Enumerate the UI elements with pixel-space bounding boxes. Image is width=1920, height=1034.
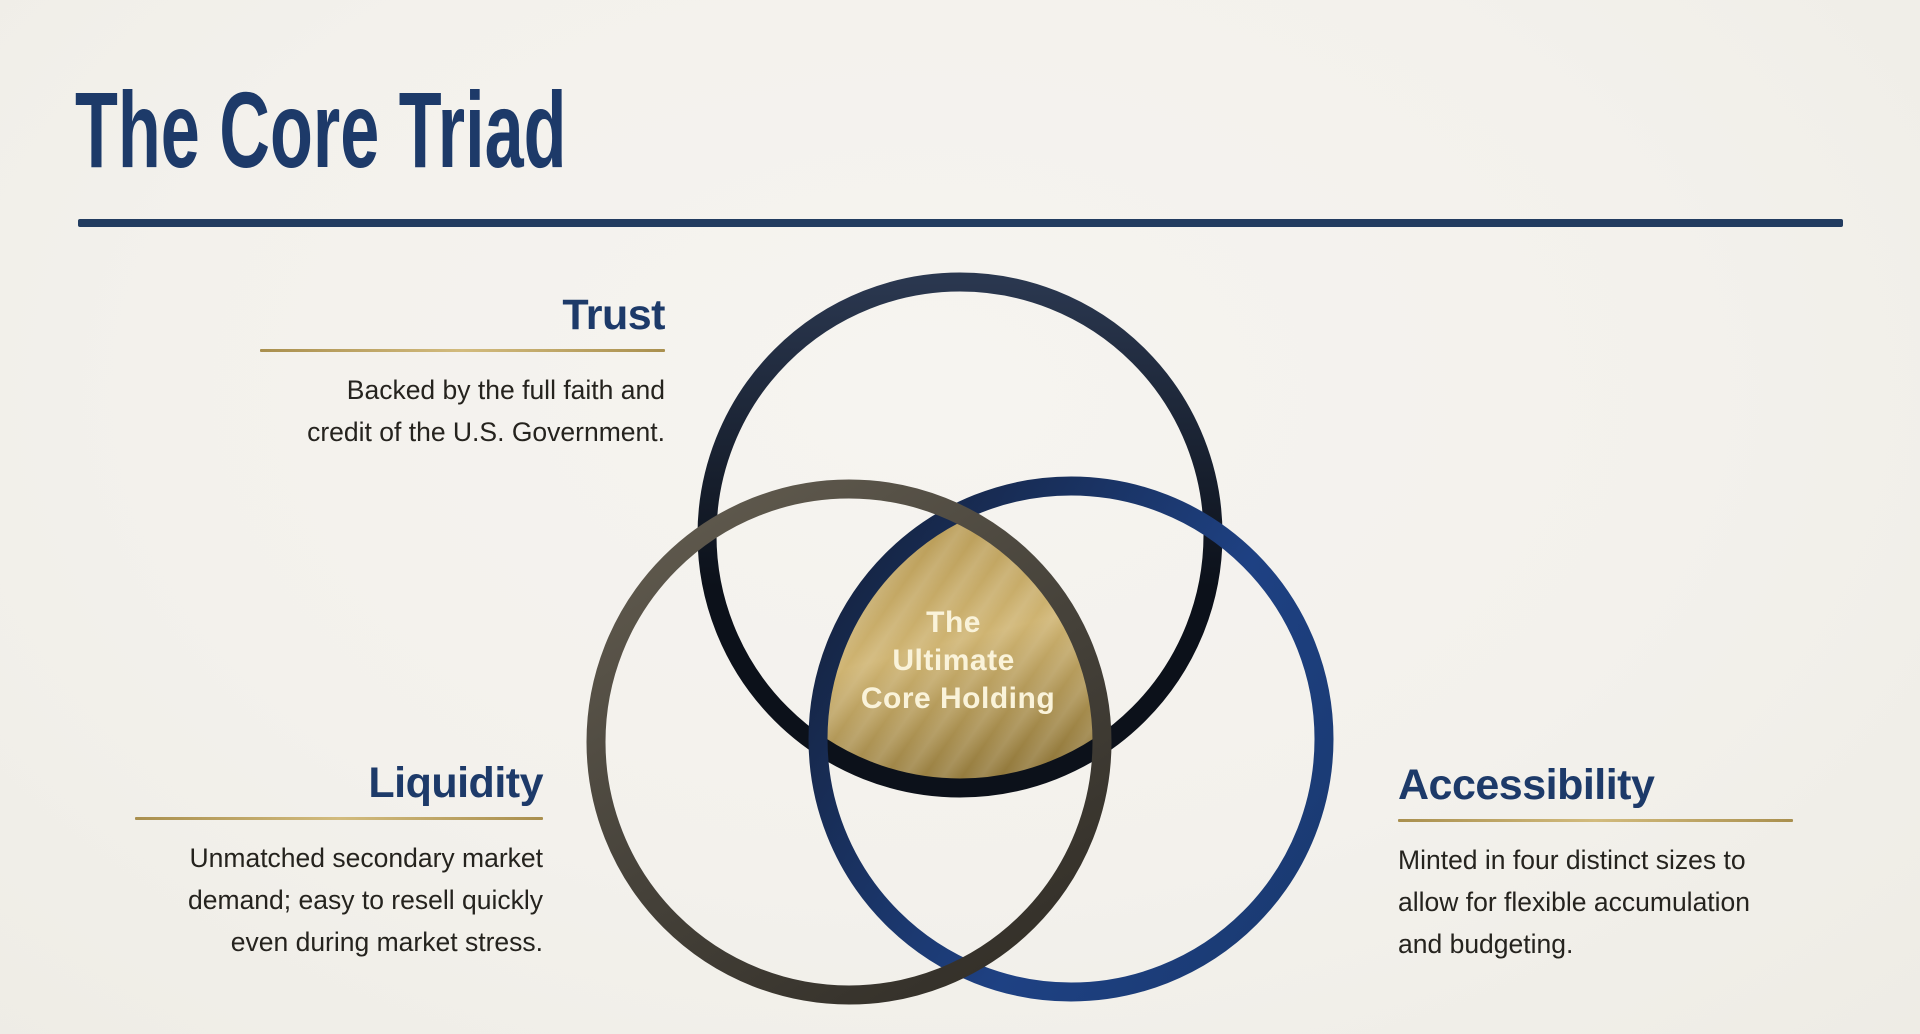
core-label-line-1: The [926,606,981,639]
callout-accessibility-gold-divider [1398,819,1793,822]
liquidity-ring [586,479,1112,1005]
page-title: The Core Triad [75,76,831,184]
callout-liquidity-gold-divider [135,817,543,820]
accessibility-ring [808,476,1334,1002]
core-intersection-brushed-sheen [817,513,1103,788]
callout-trust-gold-divider [260,349,665,352]
title-rule [78,219,1843,227]
callout-liquidity: Liquidity Unmatched secondary market dem… [135,759,544,963]
callout-liquidity-body: Unmatched secondary market demand; easy … [188,843,543,957]
callout-trust: Trust Backed by the full faith and credi… [260,291,666,453]
page-title-text: The Core Triad [75,69,567,190]
callout-accessibility-body: Minted in four distinct sizes to allow f… [1398,845,1751,959]
core-label: The Ultimate Core Holding [861,606,1055,715]
callout-accessibility: Accessibility Minted in four distinct si… [1398,764,1793,965]
callout-liquidity-title: Liquidity [368,759,543,807]
callout-trust-title: Trust [562,291,665,339]
callout-accessibility-title: Accessibility [1398,761,1655,809]
core-label-line-3: Core Holding [861,682,1055,715]
callout-trust-body: Backed by the full faith and credit of t… [307,375,665,447]
core-label-line-2: Ultimate [892,644,1014,677]
